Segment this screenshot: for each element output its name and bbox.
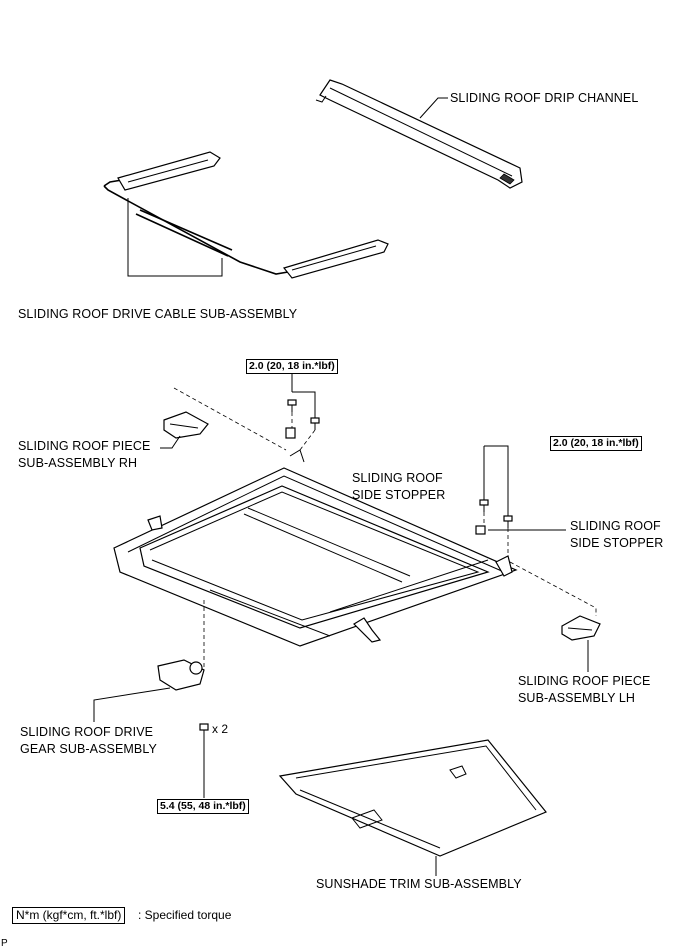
label-sunshade: SUNSHADE TRIM SUB-ASSEMBLY: [316, 877, 522, 891]
housing-frame: [113, 449, 518, 647]
drip-channel-leader: [419, 97, 448, 119]
torque-stopper-top: 2.0 (20, 18 in.*lbf): [246, 359, 338, 374]
bolt-right-1: [479, 499, 489, 512]
label-drive-gear-line1: SLIDING ROOF DRIVE: [20, 725, 154, 739]
side-stopper-right: [475, 525, 486, 535]
bolt-top-2: [310, 417, 320, 430]
drive-gear-part: [157, 659, 205, 691]
label-piece-lh-line2: SUB-ASSEMBLY LH: [518, 691, 636, 705]
label-drive-cable: SLIDING ROOF DRIVE CABLE SUB-ASSEMBLY: [18, 307, 298, 321]
legend-torque-units: N*m (kgf*cm, ft.*lbf): [12, 907, 126, 924]
gear-bolt: [199, 723, 209, 738]
legend-text: : Specified torque: [138, 908, 232, 922]
label-piece-lh-line1: SLIDING ROOF PIECE: [518, 674, 651, 688]
label-stopper-right-line2: SIDE STOPPER: [570, 536, 664, 550]
corner-mark: P: [1, 938, 8, 949]
drive-cable-leader: [127, 198, 223, 277]
label-stopper-right-line1: SLIDING ROOF: [570, 519, 661, 533]
label-stopper-top-line2: SIDE STOPPER: [352, 488, 446, 502]
label-stopper-top-line1: SLIDING ROOF: [352, 471, 443, 485]
label-piece-rh-line1: SLIDING ROOF PIECE: [18, 439, 151, 453]
torque-stopper-right: 2.0 (20, 18 in.*lbf): [550, 436, 642, 451]
drive-cable-part: [103, 151, 389, 279]
torque-drive-gear: 5.4 (55, 48 in.*lbf): [157, 799, 249, 814]
piece-rh-part: [163, 411, 209, 439]
label-drive-gear-line2: GEAR SUB-ASSEMBLY: [20, 742, 157, 756]
piece-lh-part: [561, 615, 601, 641]
bolt-quantity: x 2: [212, 722, 229, 736]
bolt-right-2: [503, 515, 513, 528]
sunshade-part: [278, 739, 547, 857]
label-piece-rh-line2: SUB-ASSEMBLY RH: [18, 456, 138, 470]
drip-channel-part: [315, 79, 523, 189]
bolt-top-1: [287, 399, 297, 412]
side-stopper-top: [285, 427, 296, 439]
label-drip-channel: SLIDING ROOF DRIP CHANNEL: [450, 91, 639, 105]
